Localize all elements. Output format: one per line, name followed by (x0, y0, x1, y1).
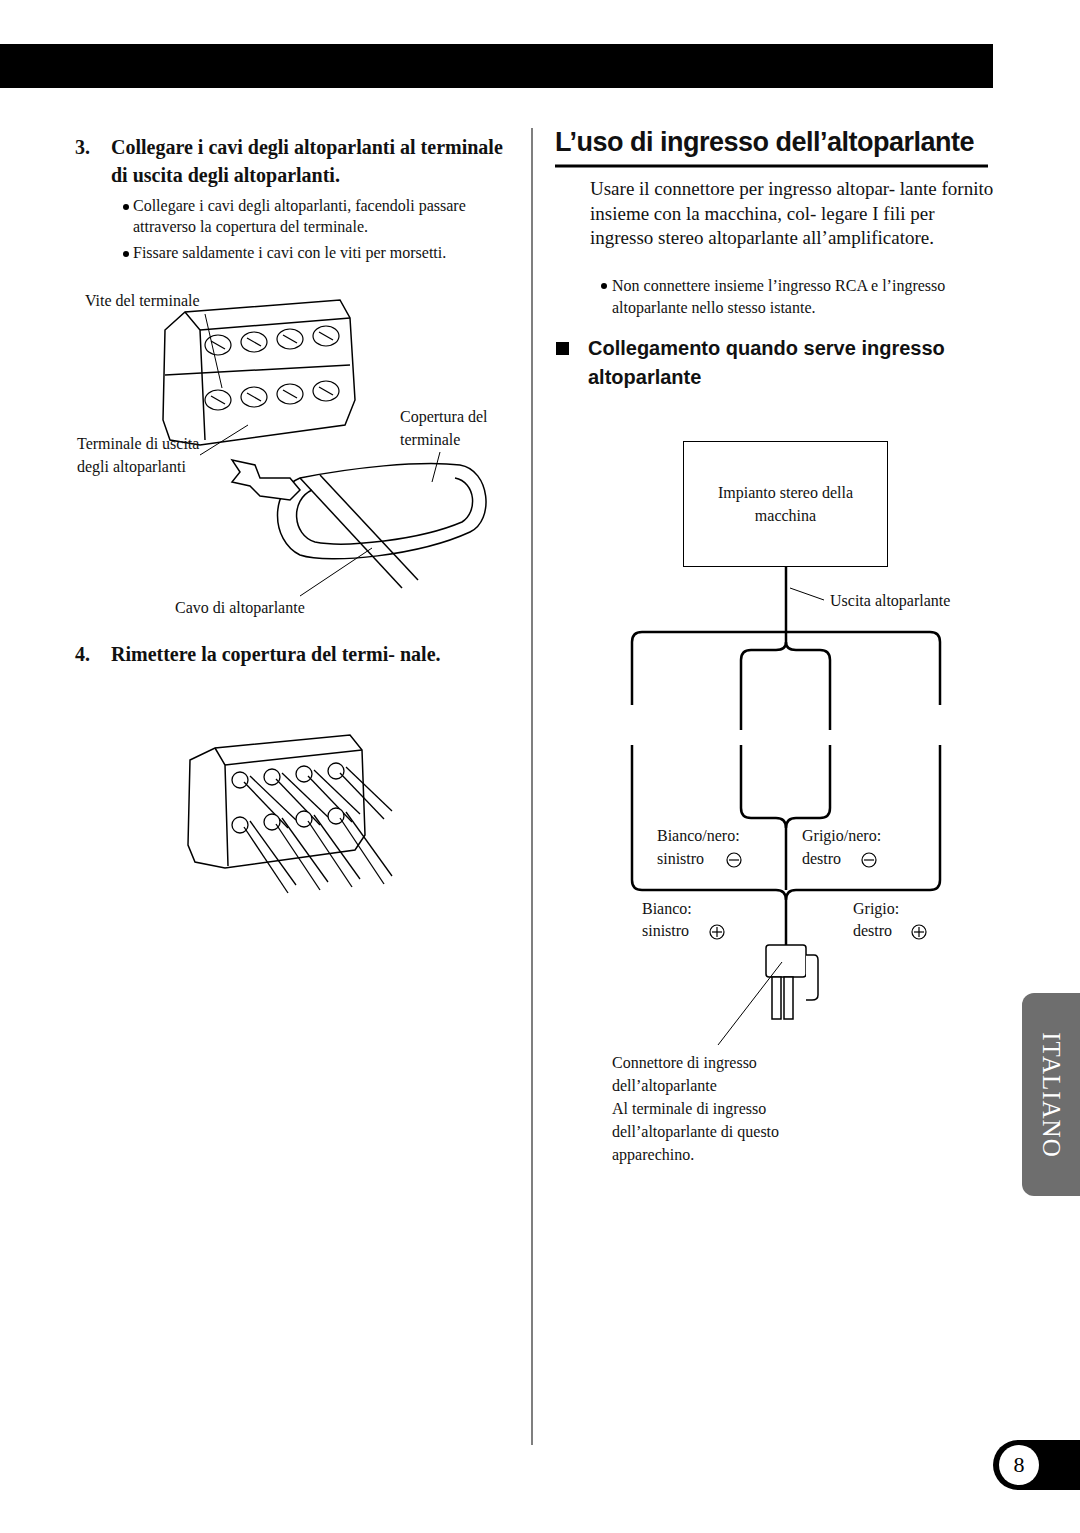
terminal-cover (278, 463, 487, 558)
bullet-text: Fissare saldamente i cavi con le viti pe… (133, 243, 478, 264)
node-text: 8 (999, 1445, 1039, 1485)
part-label: Copertura del terminale (400, 405, 525, 451)
bullet (123, 251, 129, 257)
square-bullet (556, 342, 569, 355)
part-label: Vite del terminale (85, 291, 200, 312)
bullet (123, 204, 129, 210)
wire-color: Bianco/nero: (657, 826, 740, 847)
terminal-screws (205, 326, 339, 410)
connected-cables (232, 763, 392, 893)
step-number: 4. (75, 640, 90, 668)
section-title: L’uso di ingresso dell’altoparlante (555, 127, 974, 158)
leader-lines (718, 588, 824, 1045)
bullet (601, 283, 607, 289)
part-label: Connettore di ingresso dell’altoparlante (612, 1052, 827, 1098)
speaker-input-connector (766, 945, 818, 1019)
device-box: Impianto stereo della macchina (683, 441, 888, 567)
spade-terminal (232, 460, 300, 500)
signal-label: Uscita altoparlante (830, 591, 950, 612)
terminal-block (163, 300, 355, 445)
channel-label: sinistro (657, 849, 704, 870)
step-number: 3. (75, 133, 90, 161)
body-text: Usare il connettore per ingresso altopar… (590, 177, 995, 251)
bullet-text: Collegare i cavi degli altoparlanti, fac… (133, 196, 518, 238)
sub-heading: Collegamento quando serve ingresso altop… (588, 334, 983, 392)
part-label: Cavo di altoparlante (175, 598, 305, 619)
column-divider (531, 128, 533, 1445)
channel-label: destro (853, 921, 892, 942)
speaker-wires (632, 567, 940, 945)
header-bar (0, 44, 993, 88)
wire-color: Bianco: (642, 899, 692, 920)
speaker-cable (300, 475, 418, 588)
language-tab: ITALIANO (1022, 993, 1080, 1196)
leader-lines (200, 314, 440, 596)
wire-color: Grigio: (853, 899, 899, 920)
channel-label: sinistro (642, 921, 689, 942)
part-label: Terminale di uscita degli altoparlanti (77, 432, 212, 478)
title-underline (555, 165, 988, 168)
note-text: Al terminale di ingresso dell’altoparlan… (612, 1098, 827, 1167)
step-heading: Rimettere la copertura del termi- nale. (111, 640, 461, 668)
channel-label: destro (802, 849, 841, 870)
page-number-tab: 8 (993, 1440, 1080, 1490)
bullet-text: Non connettere insieme l’ingresso RCA e … (612, 275, 977, 318)
step-heading: Collegare i cavi degli altoparlanti al t… (111, 133, 521, 189)
node-text: ITALIANO (1037, 1032, 1065, 1157)
node-text: Impianto stereo della macchina (716, 481, 856, 527)
wire-color: Grigio/nero: (802, 826, 881, 847)
